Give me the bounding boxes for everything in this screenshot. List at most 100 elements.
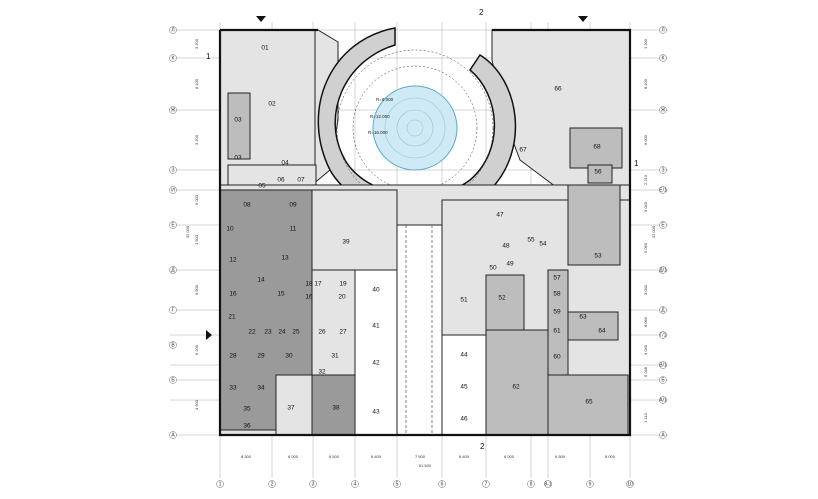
room-label-48: 48 <box>502 243 510 250</box>
room-label-67: 67 <box>519 147 527 154</box>
grid-row-label-right: Ж <box>661 107 666 113</box>
grid-bubble <box>482 480 490 488</box>
room-label-24: 24 <box>278 329 286 336</box>
grid-bubble <box>169 54 177 62</box>
room-label-31: 31 <box>331 353 339 360</box>
dim-left: 9 000 <box>194 194 199 205</box>
dim-right-total: 32 000 <box>651 225 656 238</box>
dim-right: 9 060 <box>643 242 648 253</box>
grid-bubble <box>659 106 667 114</box>
room-label-10: 10 <box>226 226 234 233</box>
room-label-03a: 03 <box>234 117 242 124</box>
room-label-33: 33 <box>229 385 237 392</box>
room-label-29: 29 <box>257 353 265 360</box>
grid-bubble <box>659 396 667 404</box>
dim-right: 5 048 <box>643 366 648 377</box>
outer-walls <box>218 28 632 437</box>
grid-row-label-right: Д <box>661 307 665 313</box>
grid-row-label-right: Е <box>661 222 665 228</box>
room-62 <box>485 329 549 436</box>
room-label-32: 32 <box>318 369 326 376</box>
room-label-15: 15 <box>277 291 285 298</box>
grid-col-label: 6 <box>441 481 444 487</box>
grid-bubble <box>309 480 317 488</box>
room-label-27: 27 <box>339 329 347 336</box>
grid-col-label: 5 <box>396 481 399 487</box>
room-label-04: 04 <box>281 160 289 167</box>
grid-bubble <box>169 221 177 229</box>
room-label-11: 11 <box>290 226 297 233</box>
grid-row-label-left: Е <box>171 222 175 228</box>
room-label-60: 60 <box>553 354 561 361</box>
grid-col-label: 4 <box>354 481 357 487</box>
grid-bubble <box>544 480 552 488</box>
dim-left: 4 900 <box>194 399 199 410</box>
room-label-12: 12 <box>229 257 237 264</box>
section-mark-top: 2 <box>479 8 484 17</box>
grid-col-label: 3 <box>312 481 315 487</box>
room-label-03b: 03 <box>234 155 242 162</box>
grid-col-label: 9 <box>589 481 592 487</box>
grid-row-label-right: А <box>661 432 665 438</box>
grid-bubble <box>659 54 667 62</box>
dim-right: 9 600 <box>643 134 648 145</box>
grid-row-label-right: Б <box>661 377 665 383</box>
grid-bubble <box>216 480 224 488</box>
room-label-20: 20 <box>338 294 346 301</box>
dim-left: 3 200 <box>194 38 199 49</box>
dim-left-total: 32 000 <box>185 225 190 238</box>
grid-col-label: 8 <box>530 481 533 487</box>
grid-bubble <box>351 480 359 488</box>
room-label-51: 51 <box>460 297 468 304</box>
room-52 <box>485 274 525 331</box>
room-label-26: 26 <box>318 329 326 336</box>
dim-left: 9 900 <box>194 284 199 295</box>
room-label-39: 39 <box>342 239 350 246</box>
grid-row-label-right: Л <box>661 27 664 33</box>
section-mark-right: 1 <box>634 159 639 168</box>
grid-bubble <box>169 166 177 174</box>
room-03-block <box>227 92 251 160</box>
room-label-08: 08 <box>243 202 251 209</box>
dim-bottom: 7 500 <box>415 454 426 459</box>
grid-bubble <box>169 431 177 439</box>
ramp-radius-3: R=16.000 <box>368 130 388 135</box>
grid-row-label-left: А <box>171 432 175 438</box>
room-label-05: 05 <box>258 183 266 190</box>
room-label-35: 35 <box>243 406 251 413</box>
room-label-02: 02 <box>268 101 276 108</box>
room-56 <box>587 164 613 184</box>
room-label-61: 61 <box>553 328 561 335</box>
room-label-28: 28 <box>229 353 237 360</box>
dim-right: 1 200 <box>643 38 648 49</box>
grid-row-label-right: К <box>662 55 665 61</box>
grid-bubble <box>626 480 634 488</box>
room-label-19: 19 <box>339 281 347 288</box>
room-label-42: 42 <box>372 360 380 367</box>
room-label-17: 17 <box>314 281 322 288</box>
grid-row-label-left: И <box>171 187 175 193</box>
room-label-53: 53 <box>594 253 602 260</box>
entrance-arrow-w <box>206 330 212 340</box>
room-label-14: 14 <box>257 277 265 284</box>
room-label-16a: 16 <box>229 291 237 298</box>
grid-bubble <box>169 26 177 34</box>
grid-bubble <box>169 266 177 274</box>
room-label-46: 46 <box>460 416 468 423</box>
dim-right: 3 040 <box>643 284 648 295</box>
room-label-63: 63 <box>579 314 587 321</box>
grid-bubble <box>393 480 401 488</box>
room-39-area <box>311 189 398 271</box>
grid-row-label-right: А/1 <box>659 397 667 403</box>
entrance-arrow-nw <box>256 16 266 22</box>
grid-bubble <box>659 331 667 339</box>
grid-bubble <box>659 266 667 274</box>
room-64 <box>567 311 619 341</box>
room-label-62: 62 <box>512 384 520 391</box>
grid-col-label: 7 <box>485 481 488 487</box>
section-mark-left: 1 <box>206 52 211 61</box>
grid-row-label-right: Д/1 <box>659 267 667 273</box>
room-label-50: 50 <box>489 265 497 272</box>
room-label-49: 49 <box>506 261 514 268</box>
